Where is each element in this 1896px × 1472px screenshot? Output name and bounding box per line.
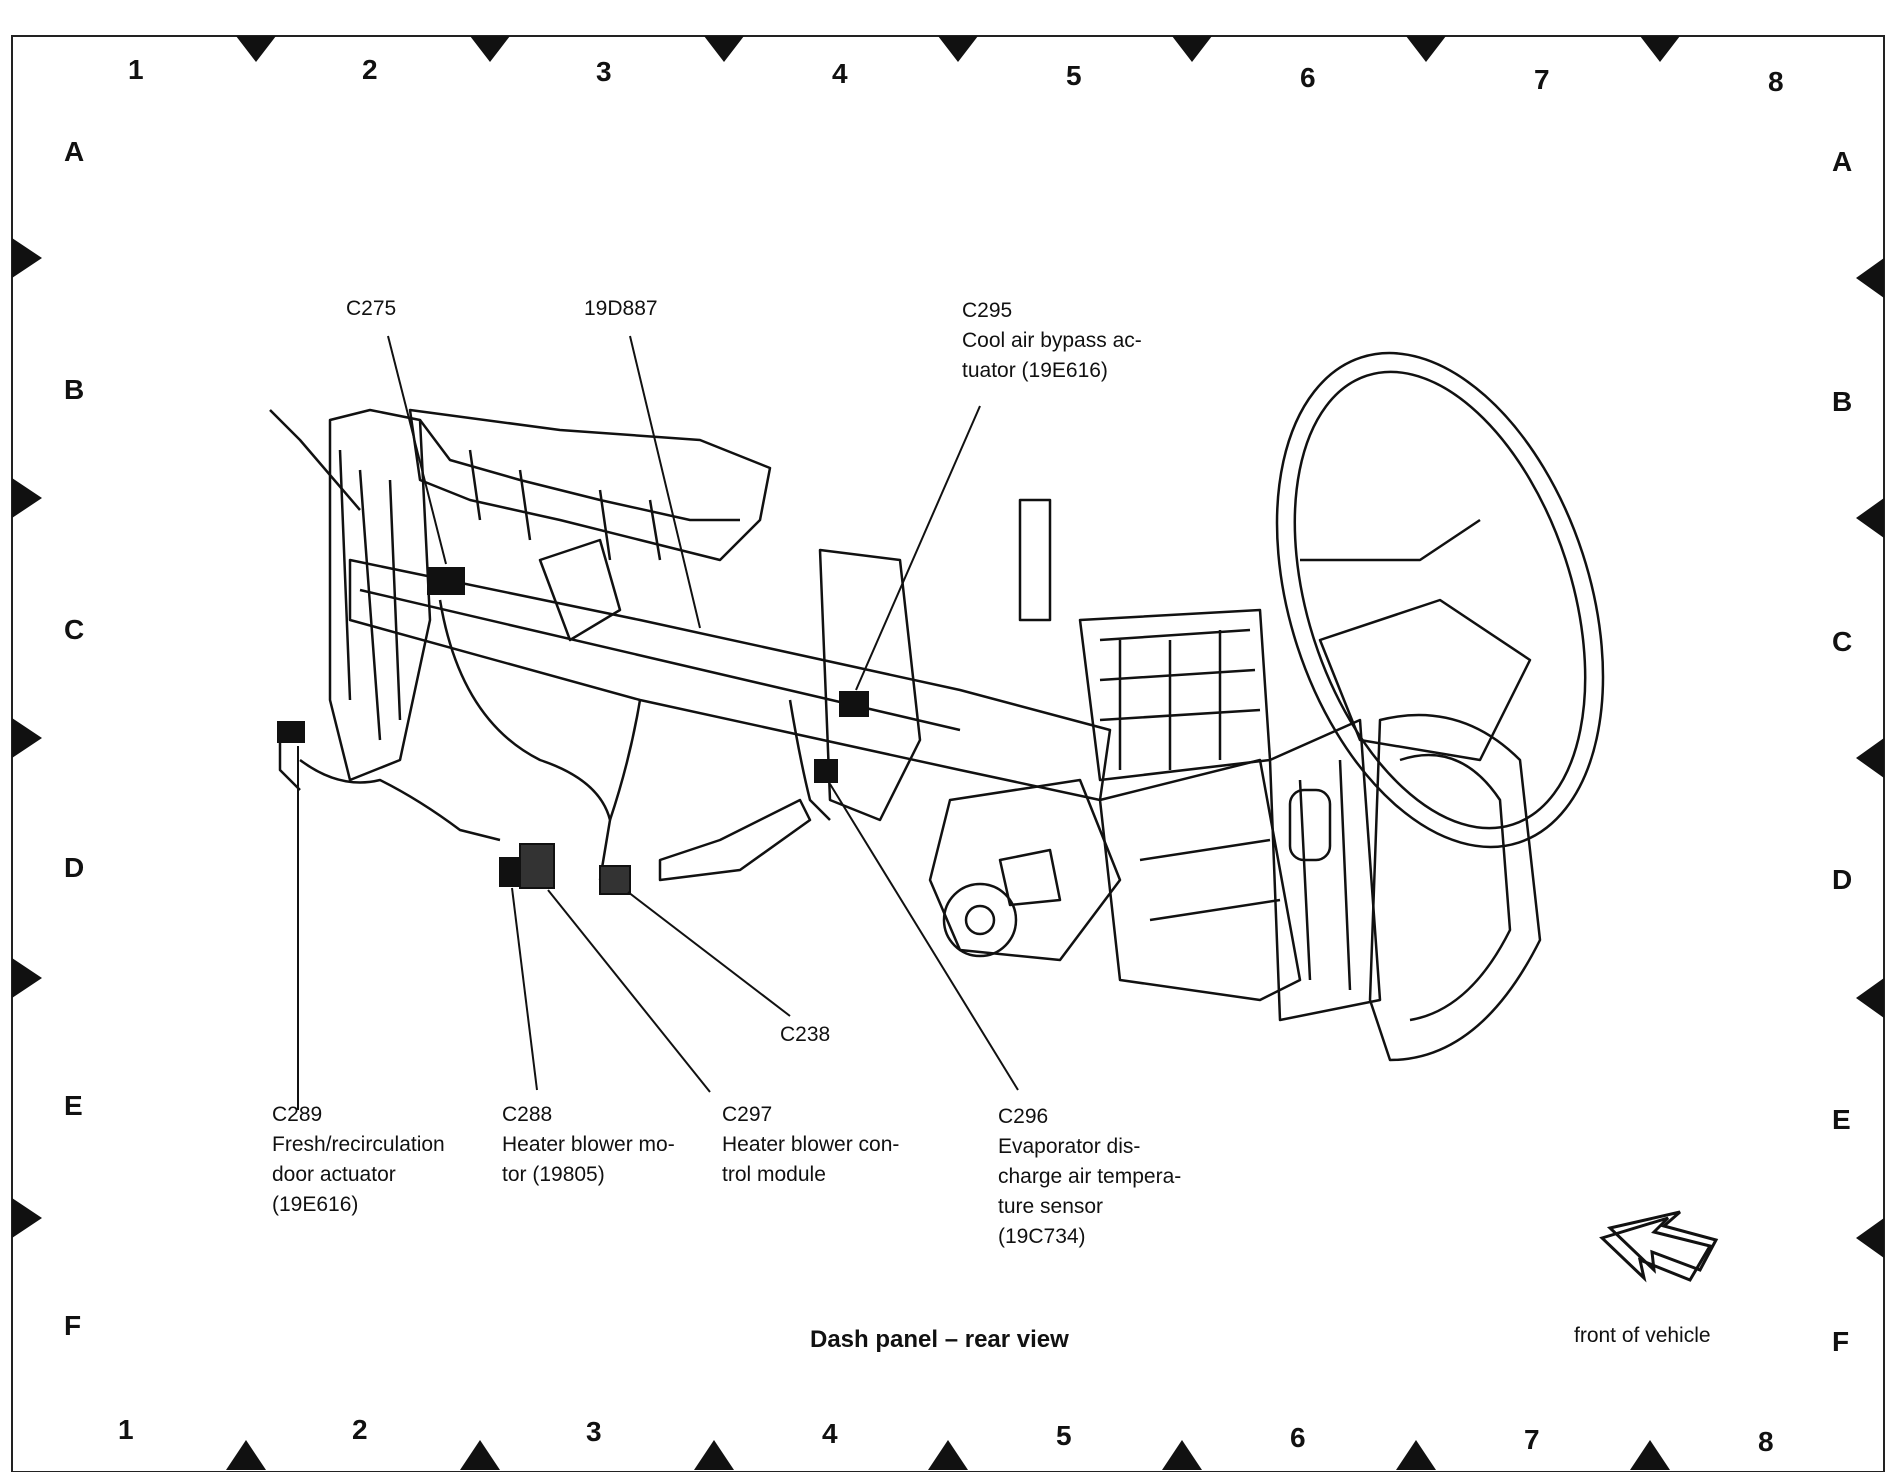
callout-c238: C238 [780, 1020, 830, 1050]
col-label-top-1: 1 [128, 54, 144, 85]
front-arrow-icon [1599, 1210, 1719, 1283]
callout-c297-id: C297 [722, 1103, 773, 1126]
connector-c289 [277, 721, 305, 743]
col-label-top-7: 7 [1534, 64, 1550, 95]
callout-c296-line2: charge air tempera- [998, 1165, 1182, 1188]
blower-housing [928, 778, 1122, 962]
leader-c296 [829, 783, 1019, 1091]
row-label-right-b: B [1832, 386, 1853, 417]
callout-c275: C275 [346, 294, 396, 324]
left-bracket [328, 408, 432, 782]
connectors [277, 567, 869, 895]
right-grid-markers [1856, 258, 1884, 1258]
leader-lines [297, 335, 1019, 1110]
col-label-bottom-7: 7 [1524, 1424, 1540, 1455]
col-label-top-4: 4 [832, 58, 848, 89]
callout-c289-id: C289 [272, 1103, 323, 1126]
leader-19d887 [629, 335, 701, 629]
callout-c289-line1: Fresh/recirculation [272, 1133, 445, 1156]
bottom-grid-markers [226, 1440, 1670, 1470]
leader-c275 [387, 335, 447, 565]
row-label-right-d: D [1832, 864, 1853, 895]
callout-19d887-id: 19D887 [584, 297, 658, 320]
connector-c238 [599, 865, 631, 895]
callout-c275-id: C275 [346, 297, 397, 320]
col-label-top-8: 8 [1768, 66, 1784, 97]
row-label-left-e: E [64, 1090, 83, 1121]
steering-wheel-rim [1275, 351, 1605, 849]
leader-c238 [627, 891, 791, 1017]
col-label-top-2: 2 [362, 54, 378, 85]
left-grid-markers [12, 238, 42, 1238]
row-label-left-f: F [64, 1310, 82, 1341]
leader-c295 [855, 405, 981, 691]
leader-c288 [511, 887, 538, 1091]
callout-c289: C289 Fresh/recirculation door actuator (… [272, 1100, 445, 1220]
callout-19d887: 19D887 [584, 294, 658, 324]
col-label-bottom-4: 4 [822, 1418, 838, 1449]
callout-c288-line2: tor (19805) [502, 1163, 605, 1186]
connector-c275 [427, 567, 465, 595]
callout-c295-line2: tuator (19E616) [962, 359, 1108, 382]
leader-c297 [547, 889, 711, 1093]
steering-wheel-hub [1318, 598, 1532, 762]
row-label-left-b: B [64, 374, 85, 405]
row-label-right-c: C [1832, 626, 1853, 657]
right-bracket [1268, 718, 1382, 1022]
row-label-left-a: A [64, 136, 85, 167]
callout-c289-line3: (19E616) [272, 1193, 359, 1216]
diagram-caption: Dash panel – rear view [810, 1326, 1069, 1353]
callout-c288-line1: Heater blower mo- [502, 1133, 675, 1156]
callout-c288-id: C288 [502, 1103, 553, 1126]
callout-c288: C288 Heater blower mo- tor (19805) [502, 1100, 675, 1190]
callout-c289-line2: door actuator [272, 1163, 396, 1186]
col-label-top-6: 6 [1300, 62, 1316, 93]
callout-c296-line4: (19C734) [998, 1225, 1086, 1248]
connector-c297 [519, 843, 555, 889]
row-label-right-e: E [1832, 1104, 1851, 1135]
callout-c295: C295 Cool air bypass ac- tuator (19E616) [962, 296, 1142, 386]
col-label-top-5: 5 [1066, 60, 1082, 91]
callout-c297: C297 Heater blower con- trol module [722, 1100, 899, 1190]
col-label-bottom-5: 5 [1056, 1420, 1072, 1451]
col-label-bottom-6: 6 [1290, 1422, 1306, 1453]
callout-c296-line1: Evaporator dis- [998, 1135, 1141, 1158]
callout-c296-id: C296 [998, 1105, 1049, 1128]
col-label-bottom-1: 1 [118, 1414, 134, 1445]
callout-c297-line2: trol module [722, 1163, 826, 1186]
upper-panel [408, 408, 772, 562]
connector-c295 [839, 691, 869, 717]
callout-c295-line1: Cool air bypass ac- [962, 329, 1142, 352]
dash-assembly [269, 351, 1605, 1062]
wire-harness [438, 599, 612, 881]
top-grid-markers [236, 36, 1680, 62]
callout-c295-id: C295 [962, 299, 1013, 322]
callout-c296-line3: ture sensor [998, 1195, 1104, 1218]
row-label-left-d: D [64, 852, 85, 883]
callout-c297-line1: Heater blower con- [722, 1133, 900, 1156]
col-label-bottom-3: 3 [586, 1416, 602, 1447]
front-of-vehicle-label: front of vehicle [1574, 1324, 1711, 1347]
callout-c296: C296 Evaporator dis- charge air tempera-… [998, 1102, 1181, 1252]
row-label-right-a: A [1832, 146, 1853, 177]
col-label-bottom-2: 2 [352, 1414, 368, 1445]
col-label-bottom-8: 8 [1758, 1426, 1774, 1457]
row-label-right-f: F [1832, 1326, 1850, 1357]
row-label-left-c: C [64, 614, 85, 645]
connector-c296 [814, 759, 838, 783]
col-label-top-3: 3 [596, 56, 612, 87]
callout-c238-id: C238 [780, 1023, 831, 1046]
frame-border [11, 35, 1885, 1472]
connector-c288 [499, 857, 519, 887]
